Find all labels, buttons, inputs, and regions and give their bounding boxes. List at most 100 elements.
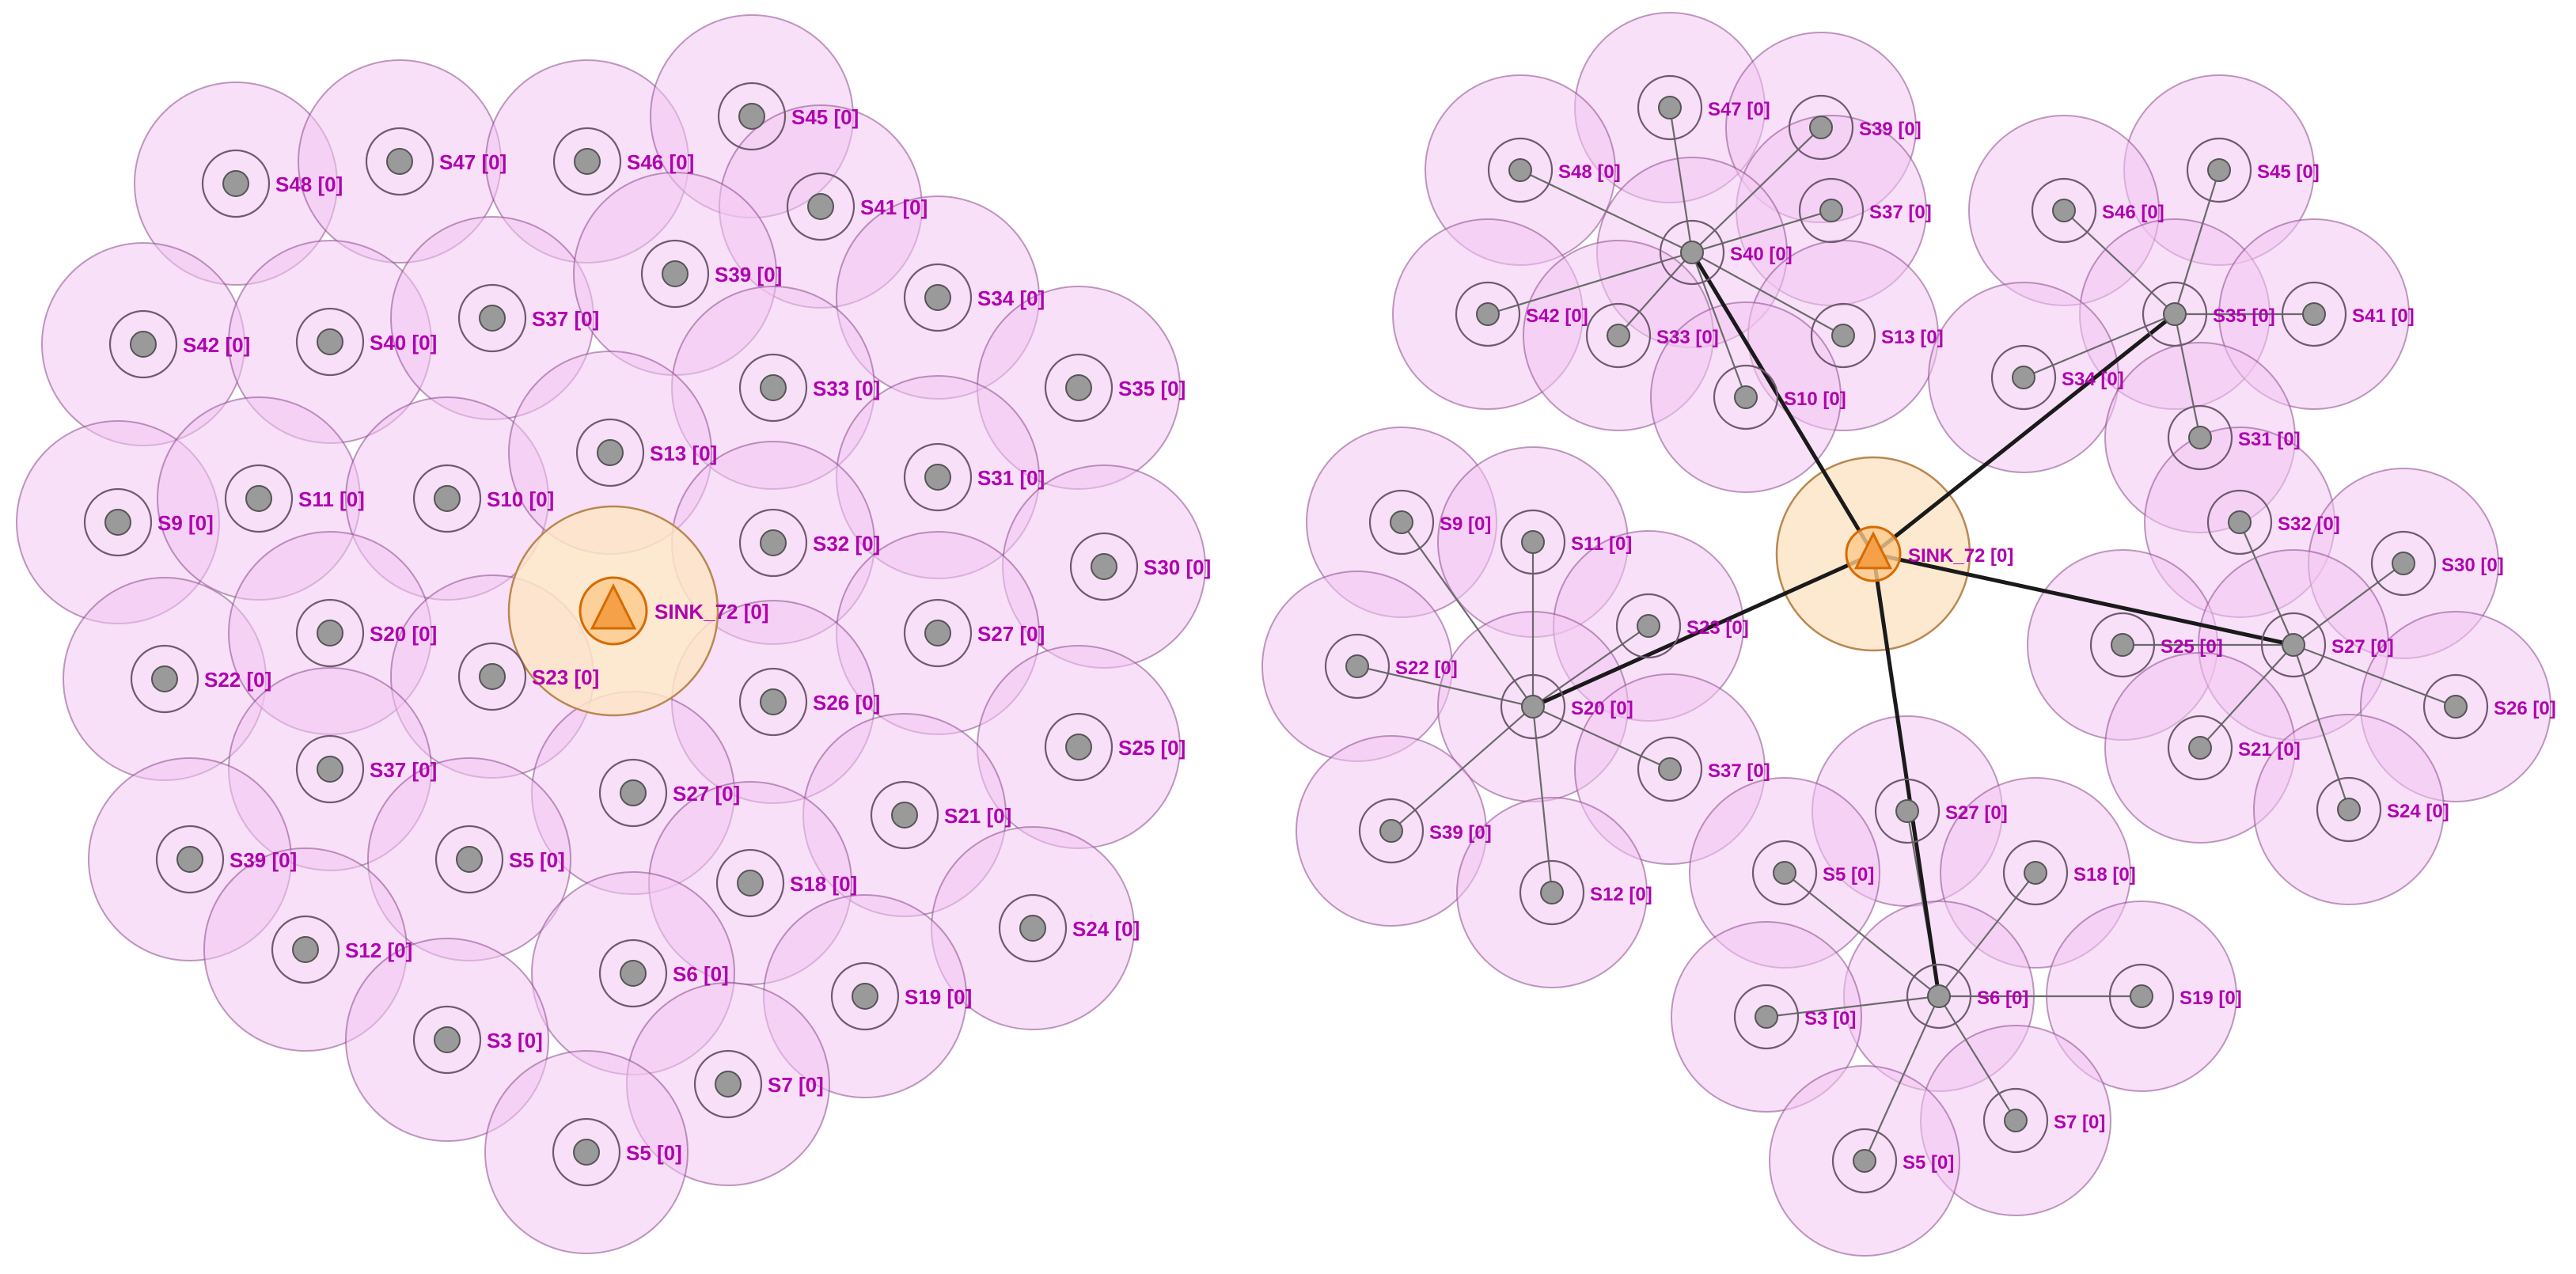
right-sensor-node[interactable]: S11 [0] (1500, 509, 1632, 575)
right-sensor-node[interactable]: S39 [0] (1358, 798, 1492, 864)
left-sensor-node[interactable]: S9 [0] (83, 487, 214, 557)
right-sensor-node[interactable]: S31 [0] (2167, 404, 2301, 471)
right-sensor-node[interactable]: S25 [0] (2089, 612, 2223, 678)
right-sensor-node[interactable]: S19 [0] (2108, 963, 2242, 1029)
node-dot (760, 374, 787, 401)
left-sensor-node[interactable]: S20 [0] (295, 598, 437, 668)
right-sensor-node[interactable]: S23 [0] (1615, 593, 1749, 659)
right-sensor-node[interactable]: S27 [0] (1874, 778, 2008, 844)
left-sensor-node[interactable]: S13 [0] (575, 418, 717, 487)
left-sink-node[interactable]: SINK_72 [0] (579, 576, 769, 646)
node-label: S7 [0] (768, 1073, 824, 1097)
right-sink-node[interactable]: SINK_72 [0] (1845, 525, 2013, 582)
node-dot (1819, 199, 1843, 222)
left-sensor-node[interactable]: S31 [0] (903, 442, 1045, 512)
right-sensor-node[interactable]: S37 [0] (1637, 736, 1770, 802)
left-sensor-node[interactable]: S27 [0] (903, 598, 1045, 668)
node-label: S6 [0] (1977, 988, 2028, 1009)
right-sensor-node[interactable]: S37 [0] (1798, 177, 1932, 244)
left-sensor-node[interactable]: S45 [0] (717, 82, 859, 151)
node-ring (2089, 612, 2156, 678)
node-dot (891, 802, 918, 828)
left-sensor-node[interactable]: S32 [0] (738, 508, 880, 578)
right-sensor-node[interactable]: S39 [0] (1788, 94, 1922, 161)
right-sensor-node[interactable]: S45 [0] (2186, 137, 2320, 203)
left-sensor-node[interactable]: S23 [0] (457, 642, 599, 711)
right-sensor-node[interactable]: S41 [0] (2281, 281, 2415, 347)
right-sensor-node[interactable]: S33 [0] (1585, 302, 1719, 369)
right-sensor-node[interactable]: S10 [0] (1713, 364, 1846, 430)
right-sensor-node[interactable]: S30 [0] (2370, 530, 2504, 597)
left-sensor-node[interactable]: S35 [0] (1044, 353, 1186, 423)
right-sensor-node[interactable]: S5 [0] (1831, 1128, 1954, 1194)
node-ring (870, 780, 939, 850)
left-sensor-node[interactable]: S10 [0] (412, 464, 554, 533)
member-link (2293, 563, 2404, 646)
right-cluster-head[interactable]: S27 [0] (2260, 612, 2394, 678)
left-sensor-node[interactable]: S37 [0] (457, 283, 599, 353)
node-label: S37 [0] (370, 758, 437, 782)
node-dot (1755, 1005, 1778, 1029)
left-sensor-node[interactable]: S41 [0] (786, 172, 928, 241)
left-sensor-node[interactable]: S37 [0] (295, 734, 437, 804)
left-sensor-node[interactable]: S27 [0] (598, 758, 740, 828)
right-sensor-node[interactable]: S22 [0] (1324, 633, 1458, 700)
node-dot (573, 1139, 600, 1166)
right-sensor-node[interactable]: S24 [0] (2316, 776, 2449, 843)
left-sensor-node[interactable]: S19 [0] (830, 961, 972, 1031)
left-sensor-node[interactable]: S42 [0] (108, 309, 250, 379)
left-sensor-node[interactable]: S18 [0] (715, 848, 857, 918)
left-sensor-node[interactable]: S5 [0] (434, 825, 565, 894)
node-label: S39 [0] (1859, 119, 1922, 140)
right-sensor-node[interactable]: S48 [0] (1487, 137, 1621, 203)
left-sensor-node[interactable]: S12 [0] (271, 915, 412, 984)
left-sensor-node[interactable]: S33 [0] (738, 353, 880, 423)
left-sensor-node[interactable]: S25 [0] (1044, 712, 1186, 782)
left-sensor-node[interactable]: S39 [0] (155, 825, 297, 894)
right-cluster-head[interactable]: S40 [0] (1659, 219, 1793, 286)
right-sensor-node[interactable]: S21 [0] (2167, 715, 2301, 781)
left-sensor-node[interactable]: S39 [0] (640, 239, 782, 309)
left-sensor-node[interactable]: S46 [0] (552, 127, 694, 196)
left-sensor-node[interactable]: S30 [0] (1069, 532, 1211, 601)
right-sensor-node[interactable]: S3 [0] (1733, 984, 1856, 1050)
node-label: S5 [0] (1903, 1152, 1954, 1174)
right-sensor-node[interactable]: S34 [0] (1990, 344, 2124, 411)
left-sensor-node[interactable]: S24 [0] (998, 893, 1140, 963)
right-sensor-node[interactable]: S12 [0] (1519, 859, 1652, 926)
right-sensor-node[interactable]: S47 [0] (1637, 74, 1770, 141)
left-sensor-node[interactable]: S21 [0] (870, 780, 1011, 850)
node-ring (1637, 74, 1703, 141)
left-sensor-node[interactable]: S40 [0] (295, 307, 437, 377)
left-sensor-node[interactable]: S34 [0] (903, 263, 1045, 332)
right-cluster-head[interactable]: S35 [0] (2142, 281, 2275, 347)
left-sensor-node[interactable]: S5 [0] (552, 1117, 682, 1187)
member-link (1938, 872, 2036, 997)
left-sensor-node[interactable]: S7 [0] (693, 1049, 824, 1119)
right-sensor-node[interactable]: S13 [0] (1810, 302, 1944, 369)
node-ring (1751, 840, 1818, 906)
left-sensor-node[interactable]: S22 [0] (130, 644, 271, 714)
left-sensor-node[interactable]: S47 [0] (365, 127, 506, 196)
left-sensor-node[interactable]: S48 [0] (201, 149, 343, 218)
left-sensor-node[interactable]: S6 [0] (598, 938, 729, 1008)
left-sensor-node[interactable]: S26 [0] (738, 667, 880, 737)
right-sensor-node[interactable]: S42 [0] (1455, 281, 1588, 347)
node-ring (552, 127, 622, 196)
member-link (1691, 252, 1844, 336)
left-sensor-node[interactable]: S11 [0] (224, 464, 365, 533)
right-sensor-node[interactable]: S9 [0] (1368, 489, 1491, 555)
node-label: S32 [0] (2278, 514, 2340, 535)
right-sensor-node[interactable]: S32 [0] (2206, 489, 2340, 555)
right-sensor-node[interactable]: S7 [0] (1982, 1087, 2105, 1154)
right-sensor-node[interactable]: S18 [0] (2002, 840, 2136, 906)
left-sensor-node[interactable]: S3 [0] (412, 1005, 543, 1075)
node-ring (2167, 715, 2233, 781)
right-sensor-node[interactable]: S5 [0] (1751, 840, 1874, 906)
right-cluster-head[interactable]: S20 [0] (1500, 673, 1633, 740)
node-dot (479, 305, 506, 332)
right-cluster-head[interactable]: S6 [0] (1906, 963, 2028, 1029)
right-sensor-node[interactable]: S26 [0] (2422, 673, 2556, 740)
right-sensor-node[interactable]: S46 [0] (2031, 177, 2164, 244)
node-dot (1345, 654, 1369, 678)
